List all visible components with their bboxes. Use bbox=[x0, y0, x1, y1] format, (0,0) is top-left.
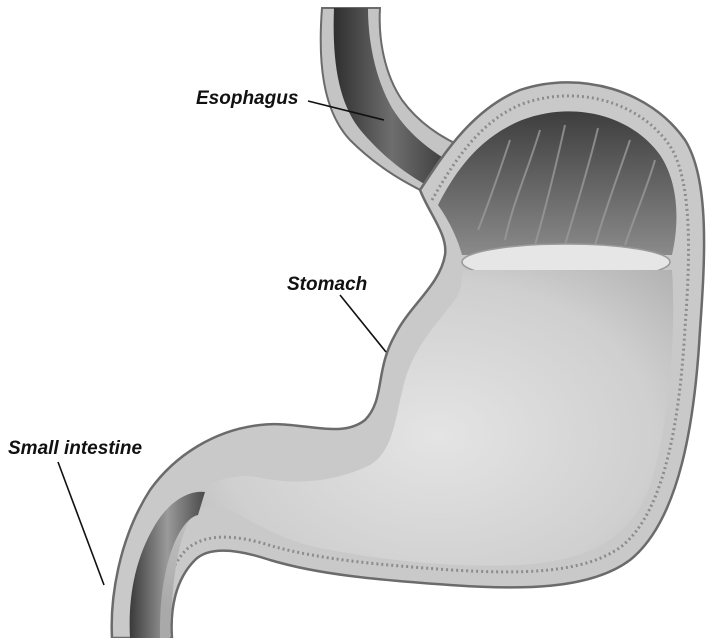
stomach-label: Stomach bbox=[287, 274, 367, 295]
stomach-leader-line bbox=[340, 295, 386, 352]
small-intestine-label: Small intestine bbox=[8, 438, 143, 459]
small-intestine-leader-line bbox=[58, 462, 104, 585]
esophagus-label: Esophagus bbox=[196, 88, 298, 109]
